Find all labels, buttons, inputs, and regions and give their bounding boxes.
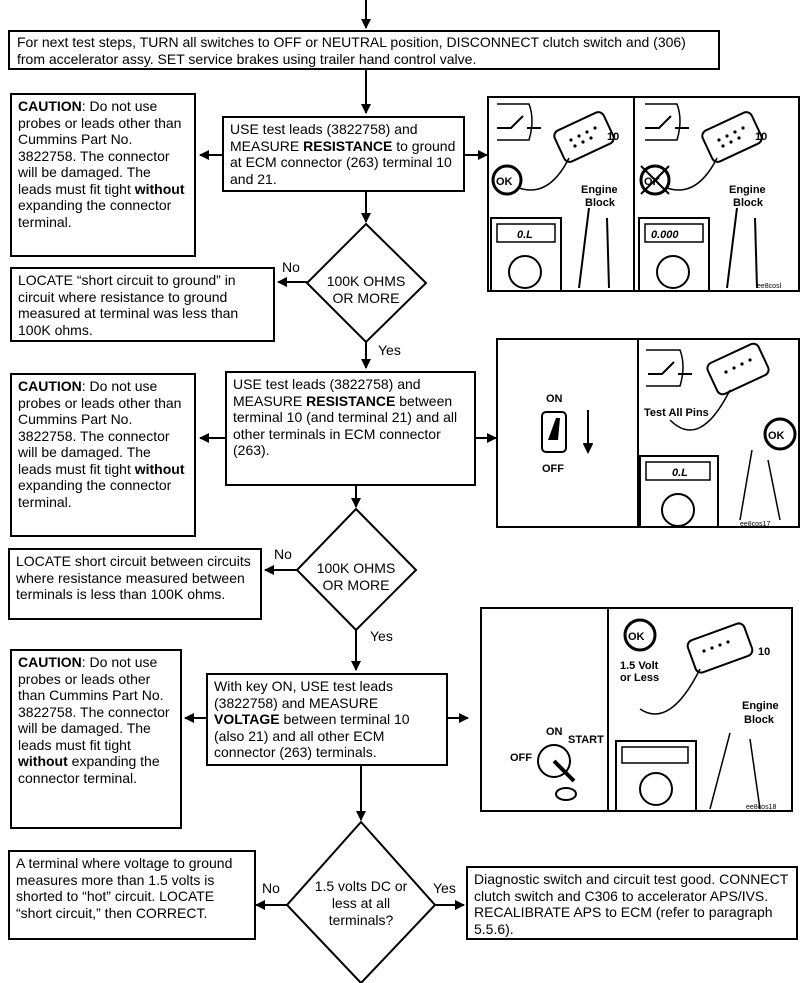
- svg-text:ee8cos18: ee8cos18: [746, 804, 776, 811]
- ok-icon: [763, 417, 797, 451]
- no-label-1: No: [282, 259, 300, 275]
- caution-box-1: CAUTION: Do not use probes or leads othe…: [10, 93, 196, 257]
- yes-label-2: Yes: [370, 628, 393, 644]
- caution-label: CAUTION: [18, 98, 82, 114]
- illustration-resistance-to-ground: 10 OK Engine Block 0.L 10 OK Engine Bloc…: [487, 96, 800, 292]
- no-label-2: No: [274, 546, 292, 562]
- ok-icon: [491, 164, 523, 196]
- ok-icon: [623, 618, 657, 652]
- svg-text:ee8cos17: ee8cos17: [740, 521, 770, 528]
- svg-text:Block: Block: [733, 197, 764, 209]
- svg-text:Block: Block: [744, 714, 775, 726]
- svg-text:OFF: OFF: [510, 752, 532, 764]
- svg-text:OK: OK: [496, 176, 513, 188]
- svg-text:0.000: 0.000: [651, 229, 679, 241]
- step1-box: USE test leads (3822758) and MEASURE RES…: [222, 116, 465, 192]
- svg-text:Block: Block: [585, 197, 616, 209]
- decision1-text: 100K OHMS OR MORE: [326, 273, 406, 306]
- ecm-connector-icon: [686, 622, 754, 674]
- switch-open-icon: [497, 115, 541, 129]
- decision2-text: 100K OHMS OR MORE: [316, 560, 396, 593]
- step2-box: USE test leads (3822758) and MEASURE RES…: [225, 371, 476, 486]
- illustration-voltage-test: ON START OFF OK 1.5 Volt or Less 10 Engi…: [480, 607, 793, 812]
- svg-text:Engine: Engine: [581, 184, 618, 196]
- no-action-box-2: LOCATE short circuit between circuits wh…: [8, 548, 262, 620]
- svg-text:OK: OK: [628, 631, 645, 643]
- svg-text:ON: ON: [546, 393, 563, 405]
- yes-action-box-3: Diagnostic switch and circuit test good.…: [466, 866, 798, 940]
- svg-text:10: 10: [607, 131, 619, 143]
- test-probes: [578, 207, 610, 289]
- svg-text:ON: ON: [546, 726, 563, 738]
- svg-text:START: START: [568, 734, 604, 746]
- decision1-diamond: [305, 222, 428, 344]
- no-action-box-3: A terminal where voltage to ground measu…: [8, 850, 256, 940]
- caution-box-3: CAUTION: Do not use probes or leads othe…: [10, 649, 182, 829]
- svg-text:0.L: 0.L: [517, 229, 533, 241]
- svg-text:10: 10: [755, 131, 767, 143]
- svg-text:0.L: 0.L: [672, 467, 688, 479]
- caution-label: CAUTION: [18, 654, 82, 670]
- svg-text:Engine: Engine: [742, 700, 779, 712]
- no-action-box-1: LOCATE “short circuit to ground” in circ…: [10, 267, 275, 342]
- decision3-text: 1.5 volts DC or less at all terminals?: [314, 878, 408, 928]
- svg-text:ee8cosl: ee8cosl: [757, 283, 782, 290]
- caution-box-2: CAUTION: Do not use probes or leads othe…: [10, 373, 196, 537]
- top-instruction-box: For next test steps, TURN all switches t…: [8, 30, 720, 70]
- step3-box: With key ON, USE test leads (3822758) an…: [206, 673, 448, 766]
- svg-text:10: 10: [758, 646, 770, 658]
- caution-label: CAUTION: [18, 378, 82, 394]
- svg-text:1.5 Volt: 1.5 Volt: [620, 660, 659, 672]
- svg-text:or Less: or Less: [620, 672, 659, 684]
- decision2-diamond: [295, 507, 418, 632]
- yes-label-1: Yes: [378, 342, 401, 358]
- decision3-diamond: [285, 820, 437, 983]
- illustration-resistance-between-pins: ON OFF Test All Pins OK 0.L ee8cos17: [496, 338, 800, 528]
- no-label-3: No: [262, 880, 280, 896]
- svg-text:Test All Pins: Test All Pins: [644, 407, 709, 419]
- yes-label-3: Yes: [433, 880, 456, 896]
- svg-text:OK: OK: [768, 430, 785, 442]
- svg-text:Engine: Engine: [729, 184, 766, 196]
- svg-text:OFF: OFF: [542, 463, 564, 475]
- ecm-connector-icon: [553, 111, 615, 163]
